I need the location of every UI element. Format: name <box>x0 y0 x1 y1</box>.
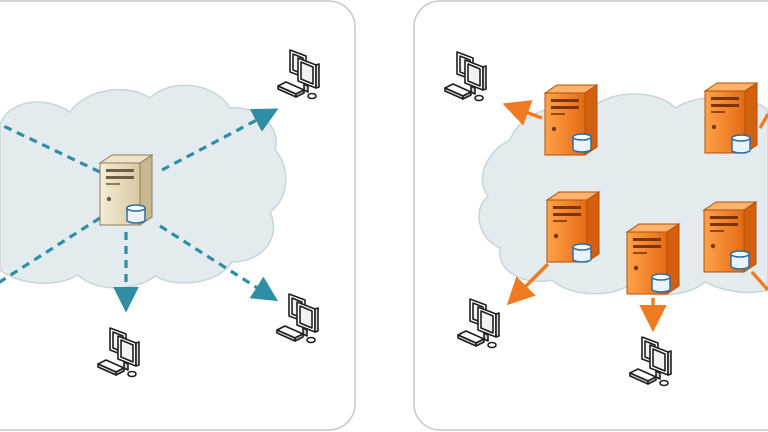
arrow-line-right-edge-bottom <box>750 270 768 292</box>
database-icon <box>572 133 592 153</box>
arrow-line-upper-left <box>0 122 101 174</box>
database-icon <box>731 134 751 154</box>
panel-single-server <box>0 0 356 431</box>
arrow-line-right-edge-top <box>758 113 768 129</box>
connection-arrows <box>502 100 768 333</box>
database-icon <box>126 204 146 224</box>
panel-distributed-servers <box>413 0 768 431</box>
database-icon <box>572 243 592 263</box>
connection-arrows <box>0 108 279 313</box>
database-icon <box>730 250 750 270</box>
database-icon <box>651 273 671 293</box>
arrow-line-upper-right <box>161 108 279 172</box>
arrow-line-to-top-left-workstation <box>502 100 543 126</box>
arrow-line-to-bottom-left-workstation <box>506 262 550 306</box>
arrow-line-lower-right <box>159 224 279 302</box>
arrow-line-lower-left <box>0 216 101 284</box>
